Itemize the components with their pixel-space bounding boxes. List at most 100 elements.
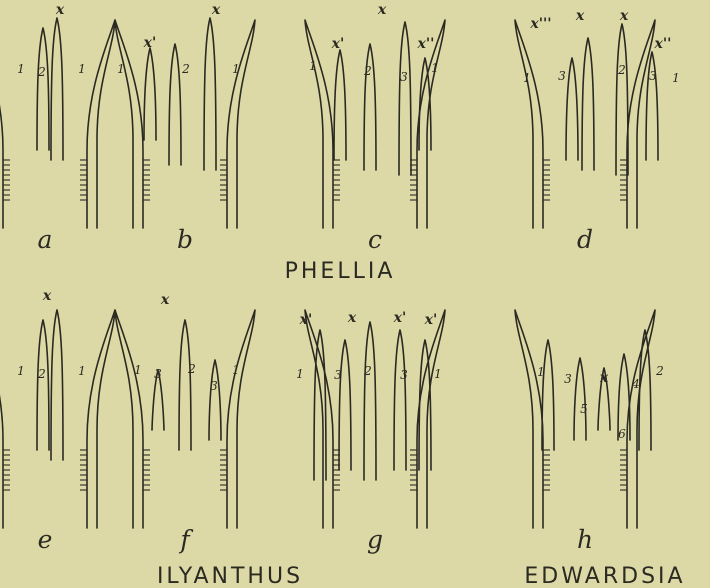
panel-h: 1 3 5 x 6 4 2 h [515, 310, 664, 554]
inner-mesentery-4 [394, 330, 406, 470]
mesentery-label: x [55, 2, 65, 18]
inner-mesentery-2 [364, 44, 376, 170]
panel-g: x'xx'x'13231g [296, 310, 445, 554]
mesentery-label: x' [299, 312, 313, 328]
inner-mesentery-1 [37, 320, 49, 450]
mesentery-label: x [619, 8, 629, 24]
inner-mesentery-2 [582, 38, 594, 170]
inner-mesentery-1 [542, 340, 554, 450]
mesentery-label: 3 [154, 367, 162, 381]
mesentery-label: 1 [78, 62, 86, 76]
inner-mesentery-1 [144, 48, 156, 140]
outer-mesentery-left-muscle-hatching [543, 450, 550, 490]
mesentery-label: 2 [37, 65, 46, 79]
outer-mesentery-left [115, 310, 143, 528]
outer-mesentery-left-muscle-hatching [143, 450, 150, 490]
mesentery-label: 3 [210, 379, 218, 393]
mesentery-label: x' [393, 310, 407, 326]
mesentery-label: 2 [617, 63, 626, 77]
outer-mesentery-left-muscle-hatching [3, 160, 10, 200]
mesentery-label: 3 [558, 69, 566, 83]
mesentery-label: 2 [187, 362, 196, 376]
inner-mesentery-1 [37, 28, 49, 150]
mesentery-label: 1 [17, 62, 25, 76]
outer-mesentery-right-muscle-hatching [620, 450, 627, 490]
outer-mesentery-left-muscle-hatching [143, 160, 150, 200]
mesentery-label: 3 [649, 69, 657, 83]
outer-mesentery-right [227, 20, 255, 228]
panel-letter-c: c [368, 225, 382, 254]
inner-mesentery-3 [209, 360, 221, 440]
outer-mesentery-right [87, 20, 115, 228]
panel-letter-a: a [38, 225, 53, 254]
panel-c: xx'x''1231c [305, 2, 445, 254]
mesentery-label: x' [143, 35, 157, 51]
inner-mesentery-1 [566, 58, 578, 160]
outer-mesentery-right-muscle-hatching [410, 450, 417, 490]
mesentery-label: 2 [655, 364, 664, 378]
inner-mesentery-2 [574, 358, 586, 440]
mesentery-label: 1 [523, 71, 531, 85]
panel-letter-f: f [178, 525, 193, 554]
mesentery-label: 3 [400, 368, 408, 382]
mesentery-label: 3 [564, 372, 572, 386]
mesentery-label: 1 [672, 71, 680, 85]
mesentery-label: 5 [580, 402, 588, 416]
inner-mesentery-5 [639, 330, 651, 450]
panel-b: xx'121b [115, 2, 255, 254]
mesentery-label: 1 [431, 61, 439, 75]
mesentery-label: 1 [296, 367, 304, 381]
mesentery-label: x [160, 292, 170, 308]
inner-mesentery-3 [399, 22, 411, 175]
mesentery-label: 1 [17, 364, 25, 378]
inner-mesentery-3 [204, 18, 216, 170]
genus-captions: PHELLIA ILYANTHUS EDWARDSIA [157, 259, 686, 588]
mesentery-label: x [377, 2, 387, 18]
mesentery-label: x''' [529, 16, 551, 32]
mesentery-label: x'' [417, 36, 435, 52]
outer-mesentery-left [515, 310, 543, 528]
mesentery-label: 1 [309, 59, 317, 73]
panel-d: x''' x x x'' 1 3 2 3 1 d [515, 8, 680, 254]
outer-mesentery-left [515, 20, 543, 228]
outer-mesentery-left-muscle-hatching [3, 450, 10, 490]
mesentery-label: x [347, 310, 357, 326]
outer-mesentery-right [87, 310, 115, 528]
outer-mesentery-left-muscle-hatching [543, 160, 550, 200]
outer-mesentery-right-muscle-hatching [220, 160, 227, 200]
outer-mesentery-right-muscle-hatching [80, 160, 87, 200]
panel-letter-b: b [177, 225, 193, 254]
outer-mesentery-left [0, 310, 3, 528]
mesentery-label: x [575, 8, 585, 24]
outer-mesentery-left [305, 20, 333, 228]
mesentery-label: 1 [78, 364, 86, 378]
inner-mesentery-2 [179, 320, 191, 450]
outer-mesentery-right [227, 310, 255, 528]
mesentery-label: x [211, 2, 221, 18]
mesentery-label: 1 [134, 363, 142, 377]
mesentery-label: 2 [363, 364, 372, 378]
mesentery-label: x [599, 370, 609, 386]
outer-mesentery-left-muscle-hatching [333, 160, 340, 200]
panel-letter-g: g [367, 525, 383, 554]
genus-caption-ilyanthus: ILYANTHUS [157, 564, 303, 588]
mesentery-label: 4 [631, 377, 640, 391]
inner-mesentery-2 [51, 18, 63, 160]
outer-mesentery-right-muscle-hatching [620, 160, 627, 200]
mesentery-label: 2 [363, 64, 372, 78]
outer-mesentery-right-muscle-hatching [220, 450, 227, 490]
mesentery-label: x [42, 288, 52, 304]
mesentery-label: 2 [181, 62, 190, 76]
panel-f: x13231f [115, 292, 255, 554]
mesentery-label: 3 [334, 368, 342, 382]
genus-caption-phellia: PHELLIA [285, 259, 396, 284]
mesentery-label: 6 [618, 427, 626, 441]
panel-letter-h: h [577, 525, 593, 554]
outer-mesentery-left [305, 310, 333, 528]
mesentery-label: 1 [232, 62, 240, 76]
panel-letter-d: d [577, 225, 593, 254]
mesentery-label: 1 [434, 367, 442, 381]
mesentery-label: 1 [537, 365, 545, 379]
mesentery-label: x'' [654, 36, 672, 52]
